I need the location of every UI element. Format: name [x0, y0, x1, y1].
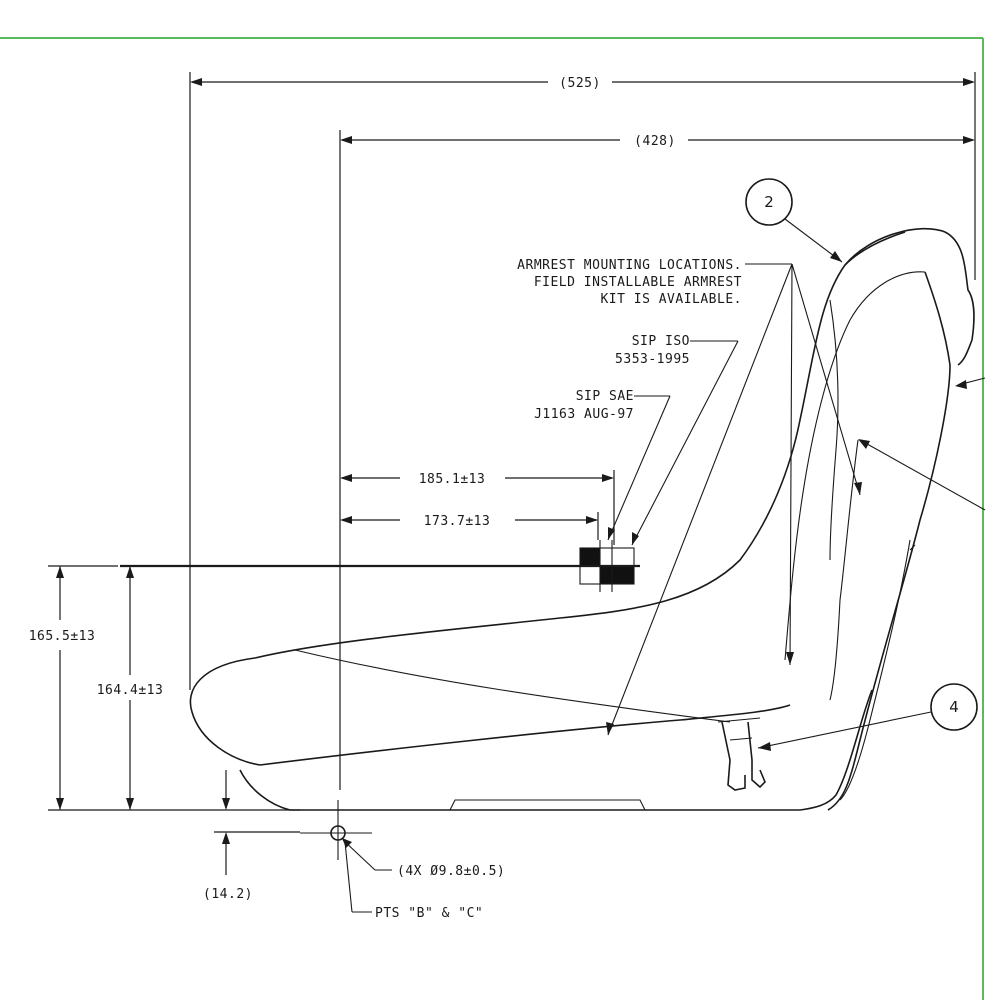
seat-bracket	[717, 717, 766, 791]
sip-iso-note-line1: SIP ISO	[632, 334, 690, 349]
seat-outline	[189, 227, 975, 811]
mounting-hole	[300, 800, 372, 860]
dim-reference-length-label: (428)	[634, 134, 676, 149]
balloon-2-label: 2	[764, 193, 774, 211]
leader-right-edge	[858, 377, 986, 511]
points-label: PTS "B" & "C"	[375, 906, 483, 921]
balloon-4	[757, 683, 978, 751]
dim-mount-depth-label: (14.2)	[203, 887, 253, 902]
dim-sip-sae-offset	[340, 512, 599, 540]
dim-mount-depth	[214, 770, 300, 875]
sip-sae-note-line2: J1163 AUG-97	[534, 407, 634, 422]
dim-height-sip-label: 164.4±13	[97, 683, 164, 698]
dim-sip-iso-offset-label: 185.1±13	[419, 472, 486, 487]
sip-marker	[579, 540, 635, 592]
dim-overall-length-label: (525)	[559, 76, 601, 91]
frame-border	[0, 37, 984, 1000]
balloon-4-label: 4	[949, 698, 959, 716]
leader-armrest	[606, 263, 862, 736]
dim-height-total-label: 165.5±13	[29, 629, 96, 644]
armrest-note-line2: FIELD INSTALLABLE ARMREST	[534, 275, 742, 290]
leader-points	[344, 841, 372, 913]
dim-sip-iso-offset	[340, 470, 615, 545]
armrest-note-line3: KIT IS AVAILABLE.	[600, 292, 742, 307]
dim-mount-holes-label: (4X Ø9.8±0.5)	[397, 864, 505, 879]
leader-mount-holes	[342, 838, 392, 871]
dim-reference-length	[339, 130, 975, 790]
balloon-2	[745, 178, 843, 263]
sip-iso-note-line2: 5353-1995	[615, 352, 690, 367]
dim-overall-length	[189, 72, 976, 690]
leader-sip-iso	[631, 340, 739, 546]
armrest-note-line1: ARMREST MOUNTING LOCATIONS.	[517, 258, 742, 273]
dim-sip-sae-offset-label: 173.7±13	[424, 514, 491, 529]
dim-height-total	[48, 565, 118, 810]
sip-sae-note-line1: SIP SAE	[576, 389, 634, 404]
dim-height-sip	[126, 566, 134, 810]
leader-sip-sae	[607, 395, 671, 541]
